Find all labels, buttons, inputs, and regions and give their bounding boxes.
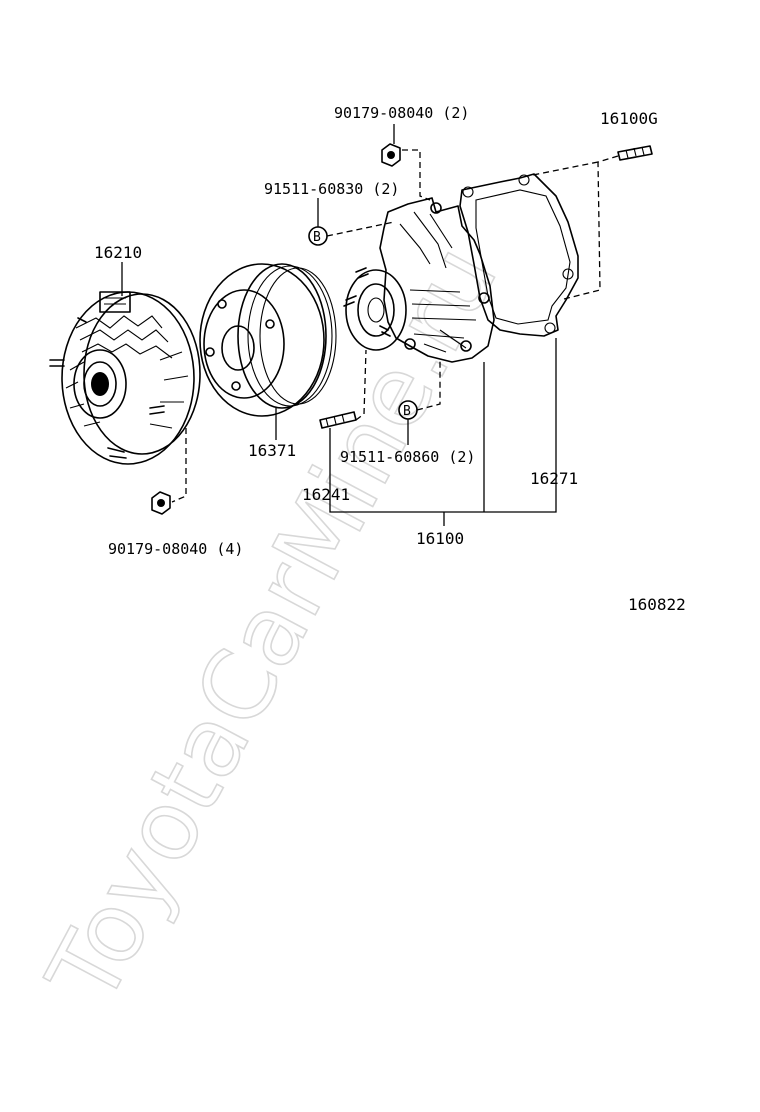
diagram-id: 160822 xyxy=(628,595,686,614)
label-pump-nut: 90179-08040 (2) xyxy=(334,104,469,122)
gasket[interactable] xyxy=(459,173,579,337)
label-gasket: 16271 xyxy=(530,469,578,488)
label-pulley: 16371 xyxy=(248,441,296,460)
label-stud-g: 16100G xyxy=(600,109,658,128)
label-pump-assy: 16100 xyxy=(416,529,464,548)
fan-clutch-nut[interactable] xyxy=(151,491,171,515)
label-fan-clutch-nut: 90179-08040 (4) xyxy=(108,540,243,558)
watermark: ToyotaCarMine.ru xyxy=(25,227,520,1023)
pump-nut[interactable] xyxy=(381,143,401,167)
callout-b-upper: B xyxy=(308,226,328,246)
label-bolt-upper: 91511-60830 (2) xyxy=(264,180,399,198)
water-pump[interactable] xyxy=(343,197,495,363)
pulley[interactable] xyxy=(199,263,337,417)
svg-text:B: B xyxy=(313,230,321,245)
stud-g[interactable] xyxy=(617,145,653,161)
fan-clutch[interactable] xyxy=(49,291,201,465)
label-fan-clutch: 16210 xyxy=(94,243,142,262)
label-bolt-lower: 91511-60860 (2) xyxy=(340,448,475,466)
svg-text:B: B xyxy=(403,404,411,419)
svg-text:ToyotaCarMine.ru: ToyotaCarMine.ru xyxy=(26,228,519,1022)
label-stud: 16241 xyxy=(302,485,350,504)
leader-lines xyxy=(121,124,619,526)
